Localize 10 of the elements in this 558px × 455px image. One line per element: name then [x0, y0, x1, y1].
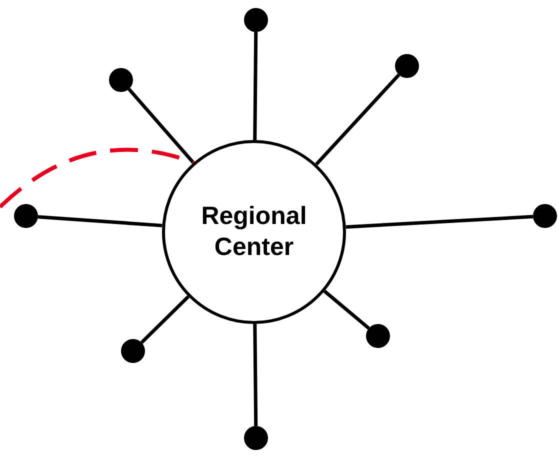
- connector-line: [38, 215, 162, 228]
- connector-line: [128, 88, 195, 164]
- connector-line: [140, 295, 190, 344]
- connector-line: [346, 214, 534, 229]
- hub-label: Regional Center: [200, 200, 308, 263]
- connector-line: [253, 324, 258, 426]
- connector-line: [315, 74, 400, 166]
- connector-line: [323, 290, 370, 330]
- dashed-curve: [0, 148, 194, 208]
- connector-line: [253, 32, 258, 140]
